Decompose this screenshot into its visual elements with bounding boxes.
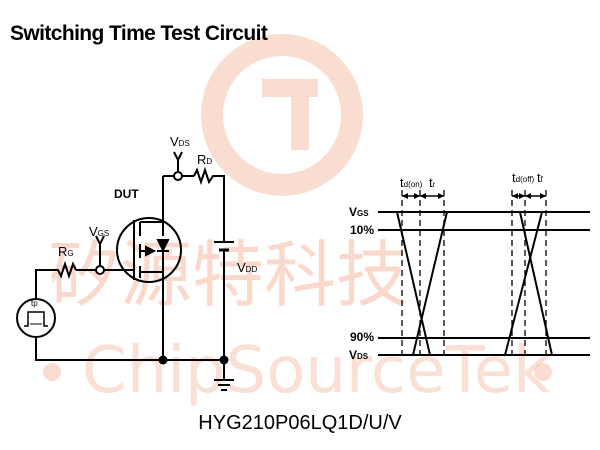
ninety-percent-label: 90% [350, 330, 374, 344]
tr-label: tr [429, 175, 436, 190]
watermark-logo [201, 34, 363, 196]
vds-label: VDS [170, 134, 190, 149]
vgs-node [95, 265, 105, 275]
vgs-label: VGS [89, 224, 109, 239]
timing-guides [401, 190, 547, 355]
td-on-main: t [400, 175, 404, 190]
vds-rising-edge [412, 211, 448, 356]
resistor-rd [193, 166, 216, 186]
vgs-wave-label: VGS [349, 205, 369, 219]
dut-circle [116, 217, 182, 283]
watermark-dot-left [43, 363, 61, 381]
junction-source [158, 355, 168, 365]
watermark-chinese: 矽源特科技 [48, 233, 408, 317]
timing-arrowheads [402, 193, 546, 199]
wire-rd-vdd [216, 175, 225, 242]
rd-label-sub: D [206, 157, 212, 166]
vgs-terminal [95, 235, 105, 266]
vds-falling-edge [504, 211, 543, 356]
ground-symbol [214, 360, 234, 391]
td-off-label: td(off) [512, 170, 534, 185]
tr-sub: r [433, 180, 436, 189]
watermark-english: ChipSourceTek [82, 334, 550, 408]
mosfet-source-lead [140, 271, 164, 360]
ten-percent-label: 10% [350, 223, 374, 237]
part-number: HYG210P06LQ1D/U/V [198, 412, 402, 434]
diode-triangle [156, 239, 170, 253]
resistor-rg [55, 260, 77, 280]
vgs-wave-main: V [349, 205, 357, 219]
vgs-wave-sub: GS [357, 209, 369, 218]
tf-sub: f [541, 175, 544, 184]
rg-label-sub: G [67, 249, 73, 258]
vds-wave-label: VDS [349, 348, 369, 362]
page-title: Switching Time Test Circuit [10, 22, 268, 45]
rd-label: RD [197, 152, 212, 167]
wire-gate [104, 269, 135, 280]
wire-ground-return [35, 337, 224, 361]
vdd-label-main: V [237, 260, 246, 275]
rg-label-main: R [58, 244, 67, 259]
vds-wave-sub: DS [357, 352, 369, 361]
timing-waveforms [378, 211, 590, 356]
td-on-sub: d(on) [404, 180, 423, 189]
td-on-label: td(on) [400, 175, 423, 190]
vds-terminal [173, 151, 183, 172]
vds-label-sub: DS [179, 139, 190, 148]
rd-label-main: R [197, 152, 206, 167]
vds-label-main: V [170, 134, 179, 149]
wire-rg-source [35, 269, 55, 298]
tr-main: t [429, 175, 433, 190]
vds-node [173, 171, 183, 181]
tf-main: t [537, 170, 541, 185]
vgs-label-main: V [89, 224, 98, 239]
td-off-sub: d(off) [516, 175, 535, 184]
rg-label: RG [58, 244, 74, 259]
vds-wave-main: V [349, 348, 357, 362]
mosfet-arrow [145, 245, 157, 257]
dut-label: DUT [114, 187, 139, 201]
vgs-label-sub: GS [98, 229, 110, 238]
td-off-main: t [512, 170, 516, 185]
vdd-label-sub: DD [246, 265, 258, 274]
tp-label: tp [31, 299, 38, 308]
watermark-dot-right [534, 363, 552, 381]
vdd-label: VDD [237, 260, 257, 275]
tf-label: tf [537, 170, 544, 185]
pulse-waveform [24, 311, 48, 327]
circuit-schematic [16, 151, 234, 391]
